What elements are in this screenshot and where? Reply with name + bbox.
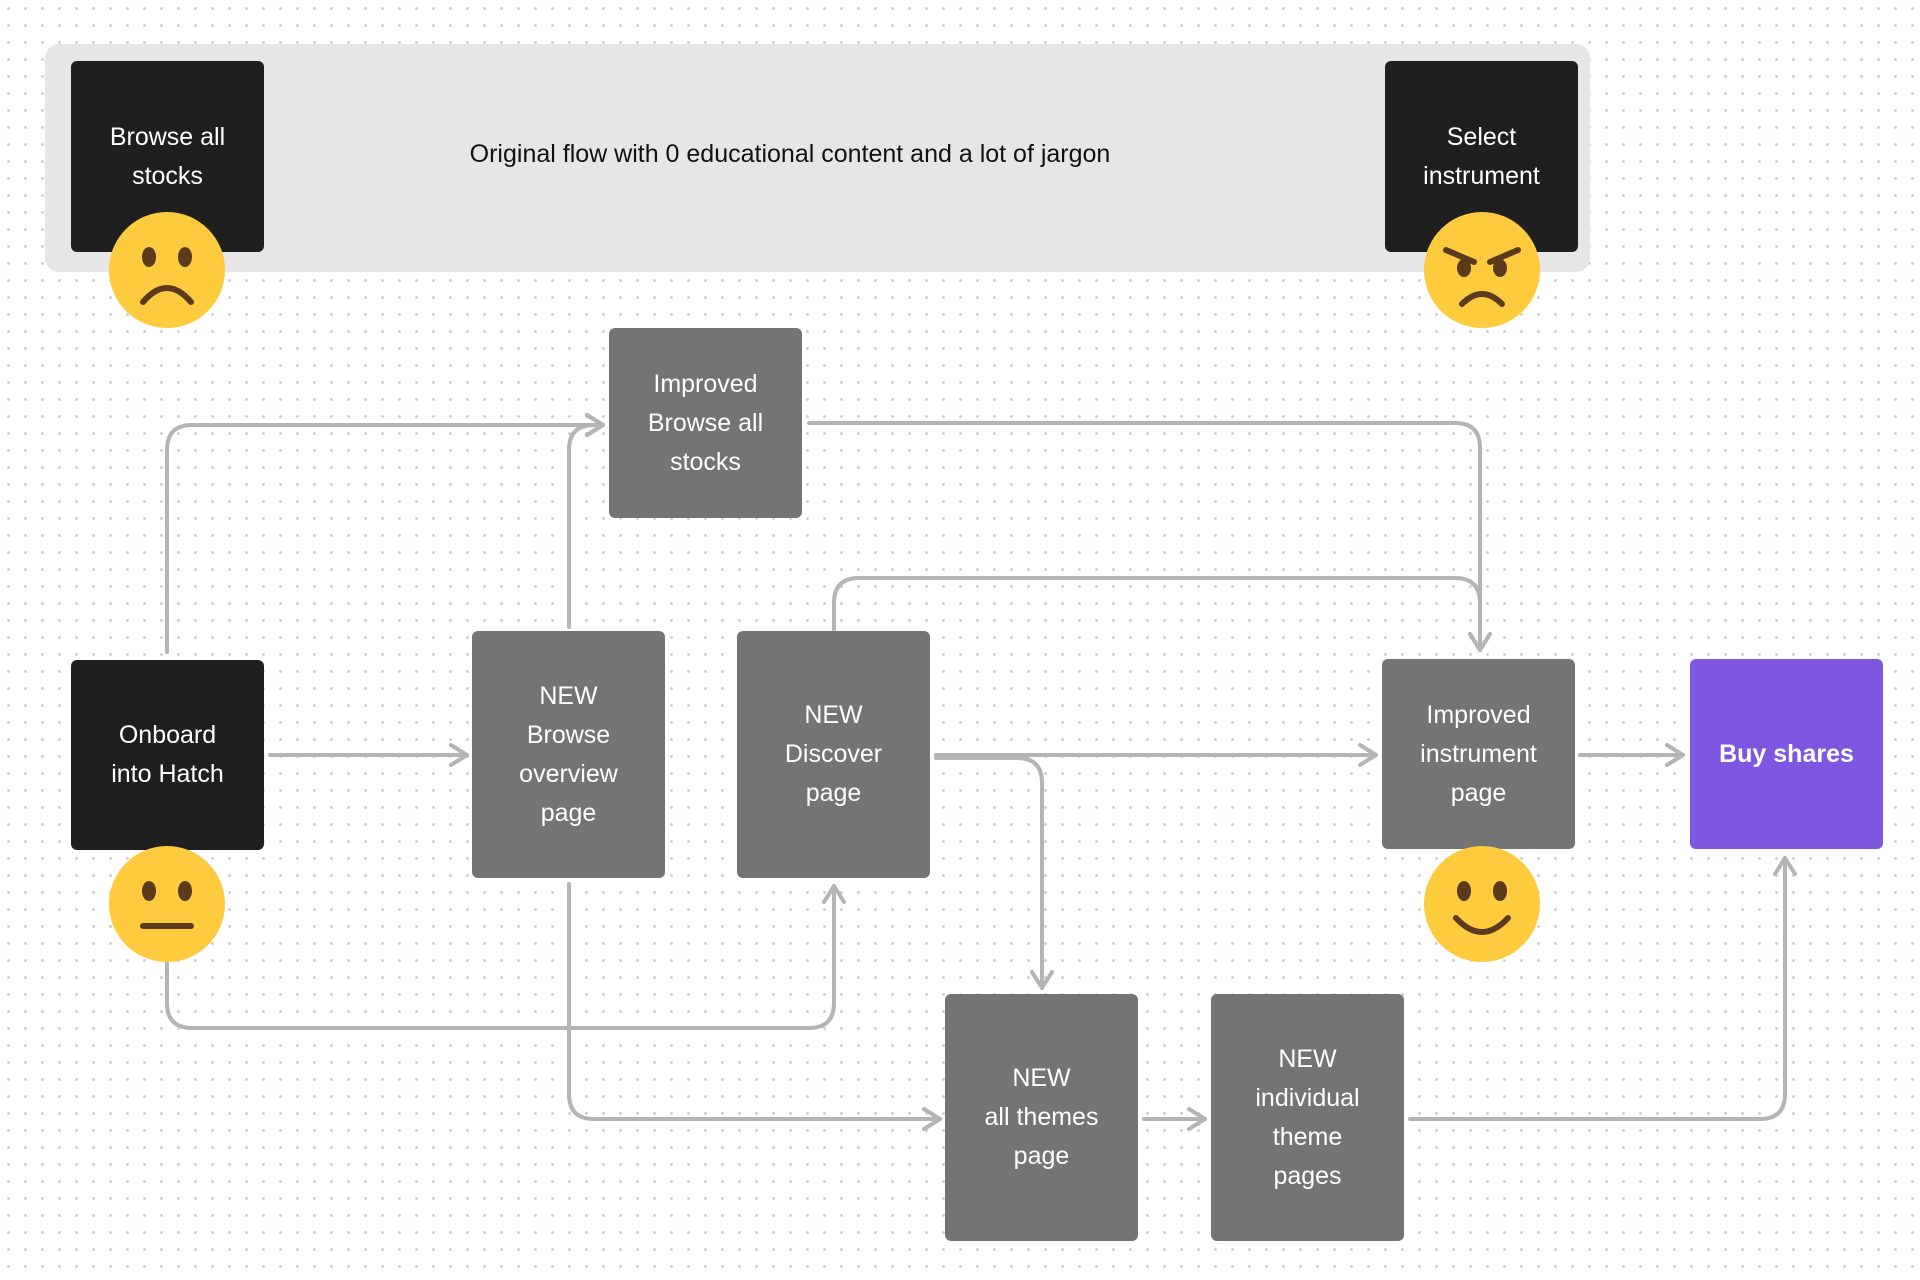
angry-face-icon <box>1424 212 1540 328</box>
arrow-browse-overview-to-improved-browse <box>567 413 605 629</box>
new-browse-overview-page-label: NEW Browse overview page <box>519 681 618 827</box>
new-all-themes-page-box: NEW all themes page <box>945 994 1138 1241</box>
arrow-discover-to-instrument-top <box>832 576 1492 652</box>
new-all-themes-page-label: NEW all themes page <box>984 1064 1099 1170</box>
improved-browse-all-stocks-label: Improved Browse all stocks <box>647 369 764 476</box>
new-browse-overview-page-box: NEW Browse overview page <box>472 631 665 878</box>
browse-all-stocks-box: Browse all stocks <box>71 61 264 252</box>
new-individual-theme-pages-label: NEW individual theme pages <box>1255 1044 1360 1190</box>
original-flow-caption: Original flow with 0 educational content… <box>469 140 1111 168</box>
arrow-onboard-to-improved-browse <box>165 413 605 654</box>
new-individual-theme-pages-box: NEW individual theme pages <box>1211 994 1404 1241</box>
improved-instrument-page-label: Improved instrument page <box>1420 700 1537 807</box>
arrow-onboard-to-discover <box>165 884 846 1030</box>
improved-instrument-page-box: Improved instrument page <box>1382 659 1575 849</box>
select-instrument-label: Select instrument <box>1423 122 1540 190</box>
onboard-into-hatch-label: Onboard into Hatch <box>111 721 224 788</box>
neutral-face-icon <box>109 846 225 962</box>
arrow-discover-to-all-themes <box>934 756 1054 990</box>
frowning-face-icon <box>109 212 225 328</box>
improved-browse-all-stocks-box: Improved Browse all stocks <box>609 328 802 518</box>
arrow-improved-browse-to-instrument <box>807 421 1492 652</box>
original-flow-panel <box>45 44 1590 272</box>
browse-all-stocks-label: Browse all stocks <box>109 122 226 190</box>
buy-shares-label: Buy shares <box>1719 739 1854 768</box>
new-discover-page-box: NEW Discover page <box>737 631 930 878</box>
arrow-browse-overview-to-all-themes <box>567 882 942 1131</box>
new-discover-page-label: NEW Discover page <box>784 701 883 807</box>
buy-shares-box: Buy shares <box>1690 659 1883 849</box>
arrow-individual-to-buy <box>1408 856 1797 1121</box>
select-instrument-box: Select instrument <box>1385 61 1578 252</box>
smiling-face-icon <box>1424 846 1540 962</box>
onboard-into-hatch-box: Onboard into Hatch <box>71 660 264 850</box>
